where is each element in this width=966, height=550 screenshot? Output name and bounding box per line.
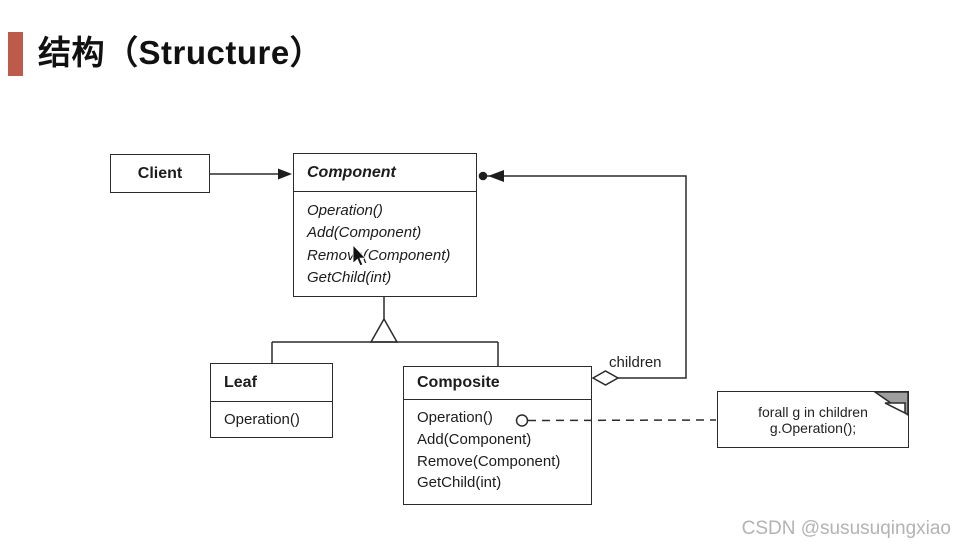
leaf-method-operation: Operation() — [224, 411, 300, 428]
note-line-2: g.Operation(); — [769, 419, 857, 436]
composite-method-operation: Operation() — [417, 409, 493, 426]
composite-methods: Operation() Add(Component) Remove(Compon… — [404, 400, 591, 494]
note-box: forall g in children g.Operation(); — [717, 391, 909, 448]
watermark: CSDN @sususuqingxiao — [741, 518, 951, 539]
composite-method-remove: Remove(Component) — [417, 452, 561, 470]
arrowhead-left-icon — [488, 170, 504, 182]
leaf-class-name: Leaf — [211, 364, 332, 402]
client-class-box: Client — [110, 154, 210, 193]
component-class-name: Component — [294, 154, 476, 192]
composite-class-box: Composite Operation() Add(Component) Rem… — [403, 366, 592, 505]
component-methods: Operation() Add(Component) Remove(Compon… — [294, 192, 476, 290]
children-association-line — [481, 175, 687, 379]
page-title: 结构（Structure） — [38, 34, 324, 71]
children-association-label: children — [609, 354, 662, 371]
component-method-operation: Operation() — [307, 202, 383, 219]
arrowhead-right-icon — [278, 168, 292, 180]
note-line-1: forall g in children — [758, 403, 868, 420]
hollow-triangle-icon — [369, 317, 399, 343]
component-method-remove: Remove(Component) — [307, 246, 451, 264]
association-dot-icon — [478, 171, 488, 181]
component-class-box: Component Operation() Add(Component) Rem… — [293, 153, 477, 297]
composite-class-name: Composite — [404, 367, 591, 400]
leaf-class-box: Leaf Operation() — [210, 363, 333, 438]
component-method-add: Add(Component) — [307, 224, 422, 242]
component-method-getchild: GetChild(int) — [307, 269, 392, 287]
composite-method-add: Add(Component) — [417, 430, 532, 448]
hollow-diamond-icon — [591, 370, 620, 386]
client-class-name: Client — [137, 164, 183, 182]
leaf-methods: Operation() — [211, 402, 332, 431]
composite-method-getchild: GetChild(int) — [417, 474, 502, 492]
title-accent-bar — [8, 32, 23, 76]
